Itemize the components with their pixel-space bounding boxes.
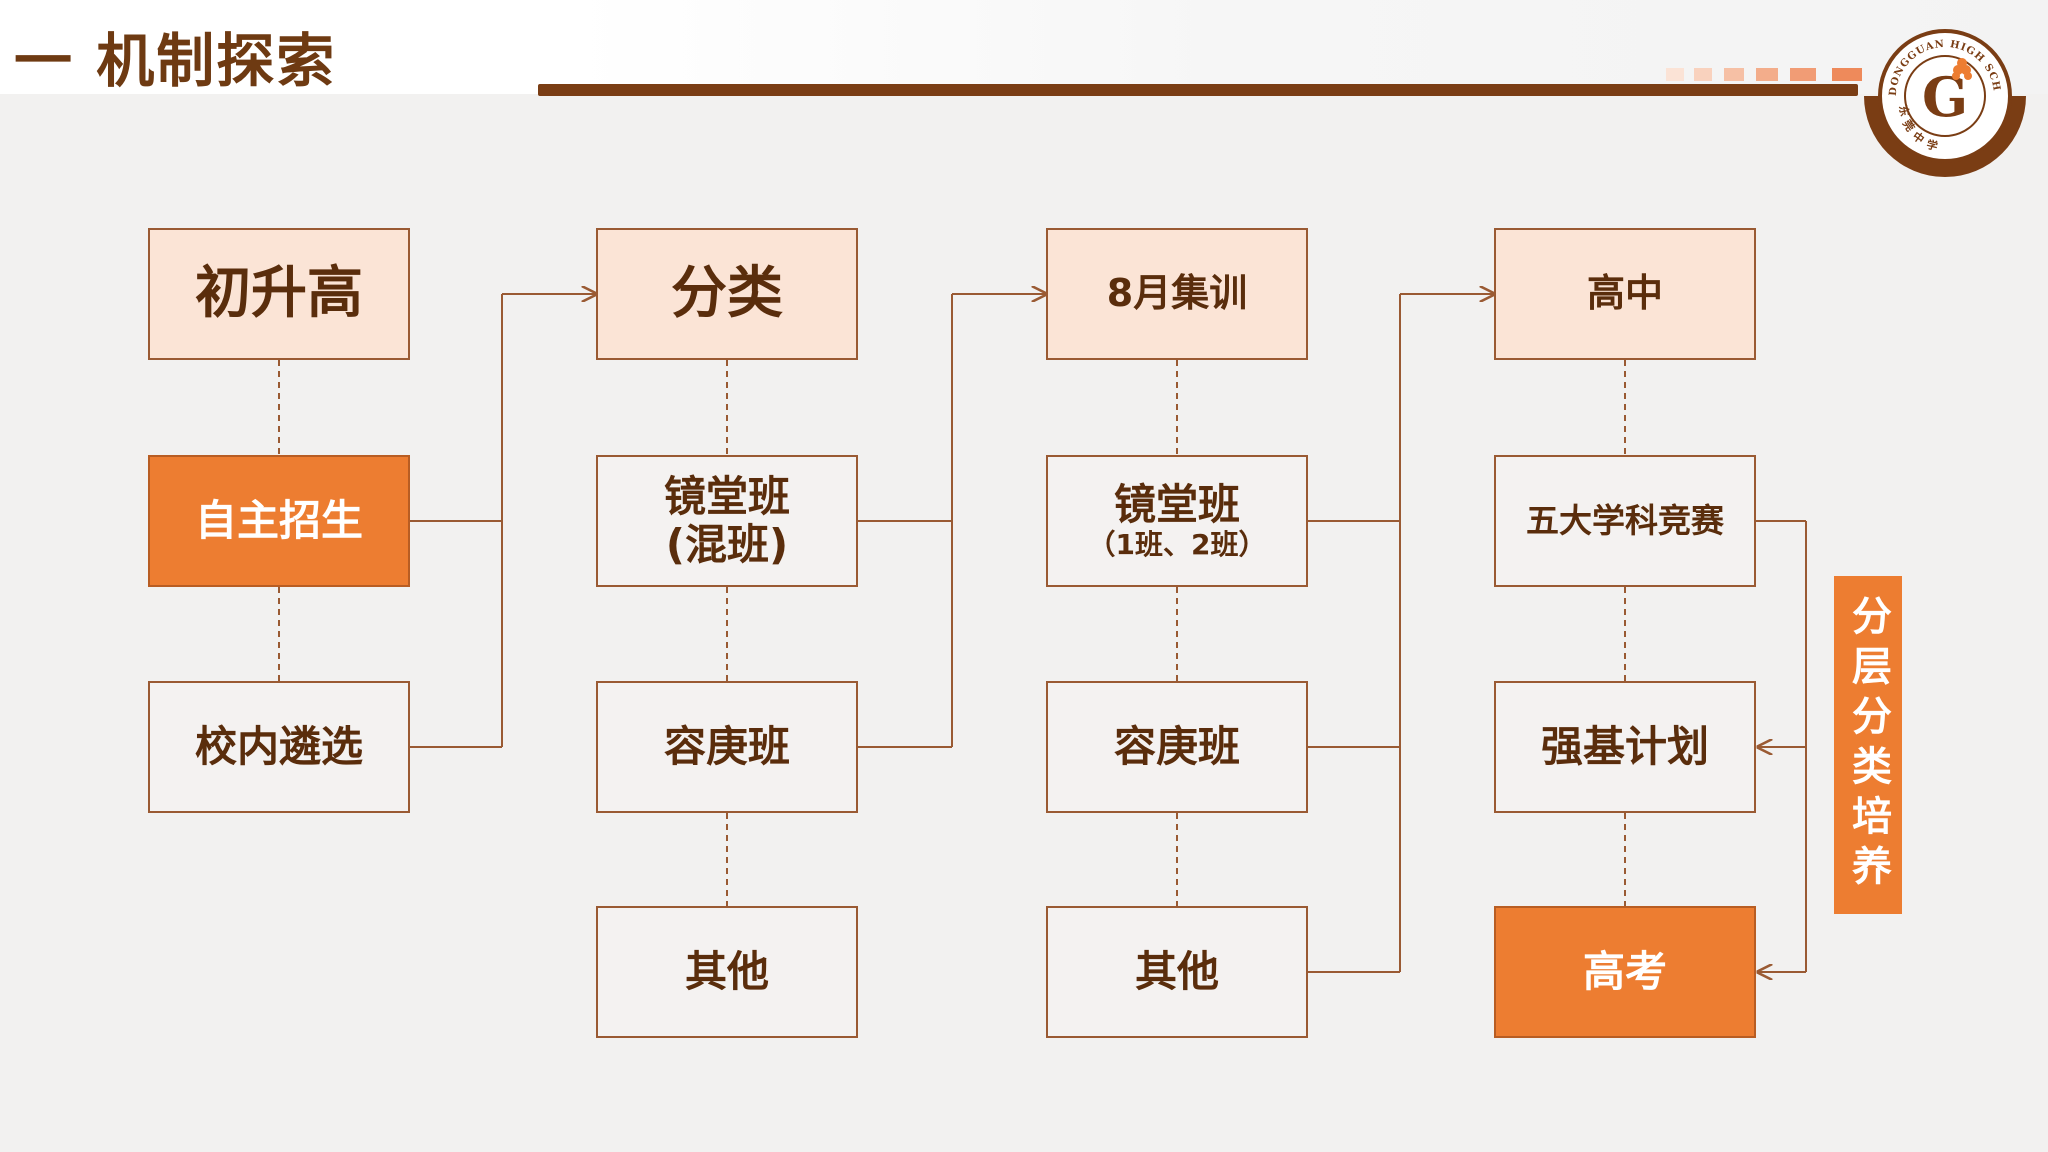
- box-jingtang-class-mixed: 镜堂班 (混班): [596, 455, 858, 587]
- decor-square: [1666, 68, 1684, 81]
- box-classification: 分类: [596, 228, 858, 360]
- box-in-school-selection: 校内遴选: [148, 681, 410, 813]
- box-five-subject-competitions: 五大学科竞赛: [1494, 455, 1756, 587]
- box-gaokao: 高考: [1494, 906, 1756, 1038]
- box-jingtang-class-1-2: 镜堂班 （1班、2班）: [1046, 455, 1308, 587]
- box-label: 五大学科竞赛: [1526, 501, 1724, 541]
- decor-square: [1724, 68, 1744, 81]
- box-ronggeng-class: 容庚班: [1046, 681, 1308, 813]
- decor-square: [1790, 68, 1816, 81]
- header-rule: [538, 84, 1858, 96]
- side-label-tiered-training: 分层分类培养: [1834, 576, 1902, 914]
- logo-monogram: G: [1922, 65, 1968, 129]
- decor-square: [1756, 68, 1778, 81]
- box-label: 分类: [671, 260, 783, 326]
- box-label: 8月集训: [1106, 271, 1248, 316]
- box-ronggeng-class: 容庚班: [596, 681, 858, 813]
- decor-square: [1832, 68, 1862, 81]
- box-label: 其他: [1134, 946, 1219, 996]
- box-sublabel: (混班): [665, 520, 789, 569]
- school-logo: DONGGUAN HIGH SCHOOL 东莞中学 G: [1858, 18, 2026, 177]
- box-high-school: 高中: [1494, 228, 1756, 360]
- decor-square: [1694, 68, 1712, 81]
- box-other: 其他: [596, 906, 858, 1038]
- box-sublabel: （1班、2班）: [1087, 528, 1267, 562]
- box-label: 高考: [1582, 946, 1667, 996]
- box-label: 自主招生: [194, 495, 363, 545]
- box-label: 初升高: [195, 260, 363, 326]
- box-label: 强基计划: [1540, 721, 1709, 771]
- box-august-training: 8月集训: [1046, 228, 1308, 360]
- box-label: 容庚班: [1113, 721, 1240, 771]
- flower-icon: [1952, 58, 1972, 80]
- box-independent-admission: 自主招生: [148, 455, 410, 587]
- box-label: 其他: [684, 946, 769, 996]
- box-other: 其他: [1046, 906, 1308, 1038]
- box-initial-to-high: 初升高: [148, 228, 410, 360]
- box-label: 镜堂班: [663, 471, 790, 521]
- box-label: 容庚班: [663, 721, 790, 771]
- box-label: 校内遴选: [194, 721, 363, 771]
- page-title: 一 机制探索: [14, 27, 337, 95]
- box-label: 高中: [1586, 271, 1663, 316]
- box-label: 镜堂班: [1113, 479, 1240, 529]
- box-strong-foundation-plan: 强基计划: [1494, 681, 1756, 813]
